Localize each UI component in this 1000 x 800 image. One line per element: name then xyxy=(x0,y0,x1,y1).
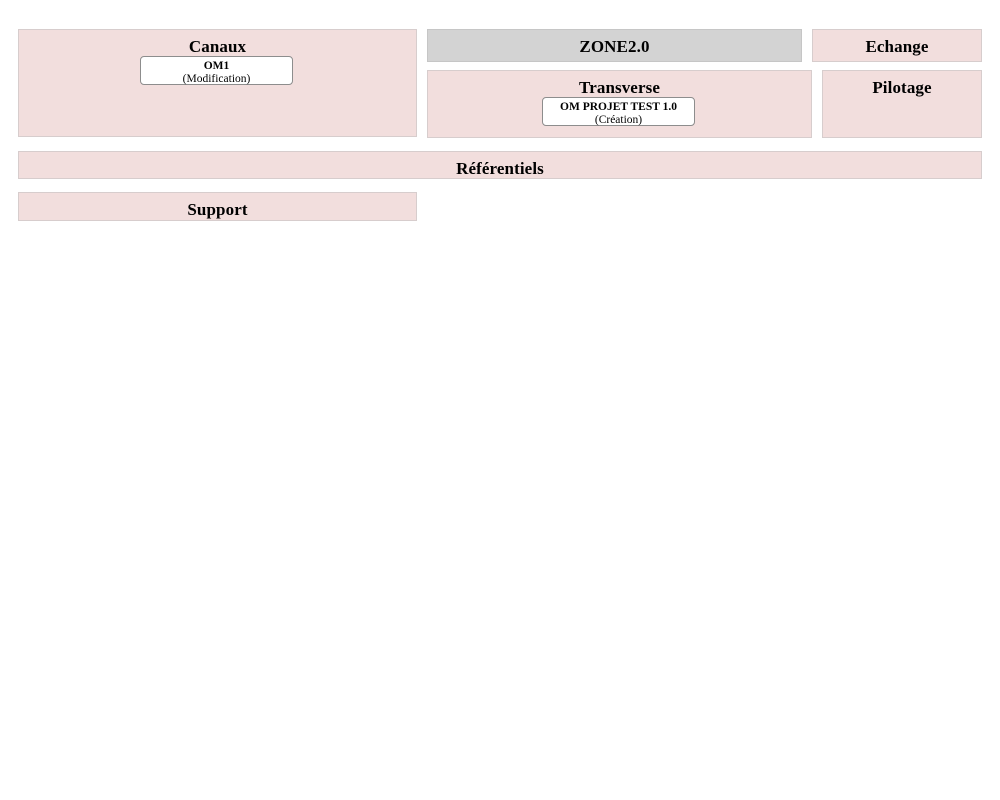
zone-panel-zone20[interactable]: ZONE2.0 xyxy=(427,29,802,62)
zone-panel-support[interactable]: Support xyxy=(18,192,417,221)
zone-panel-referentiels[interactable]: Référentiels xyxy=(18,151,982,179)
zone-title-canaux: Canaux xyxy=(188,37,247,56)
project-card-om1[interactable]: OM1 (Modification) xyxy=(140,56,293,85)
zone-panel-echange[interactable]: Echange xyxy=(812,29,982,62)
project-card-name: OM1 xyxy=(203,60,230,72)
zone-title-pilotage: Pilotage xyxy=(872,78,932,97)
zone-panel-transverse[interactable]: Transverse OM PROJET TEST 1.0 (Création) xyxy=(427,70,812,138)
project-card-state: (Modification) xyxy=(182,73,251,85)
project-card-name: OM PROJET TEST 1.0 xyxy=(560,101,677,113)
zone-title-zone20: ZONE2.0 xyxy=(579,37,650,56)
zone-panel-canaux[interactable]: Canaux OM1 (Modification) xyxy=(18,29,417,137)
zone-title-echange: Echange xyxy=(865,37,929,56)
zone-title-referentiels: Référentiels xyxy=(456,159,544,178)
zone-title-support: Support xyxy=(187,200,248,219)
zone-title-transverse: Transverse xyxy=(579,78,660,97)
project-card-om-projet-test[interactable]: OM PROJET TEST 1.0 (Création) xyxy=(542,97,695,126)
project-card-state: (Création) xyxy=(594,114,643,126)
zone-panel-pilotage[interactable]: Pilotage xyxy=(822,70,982,138)
